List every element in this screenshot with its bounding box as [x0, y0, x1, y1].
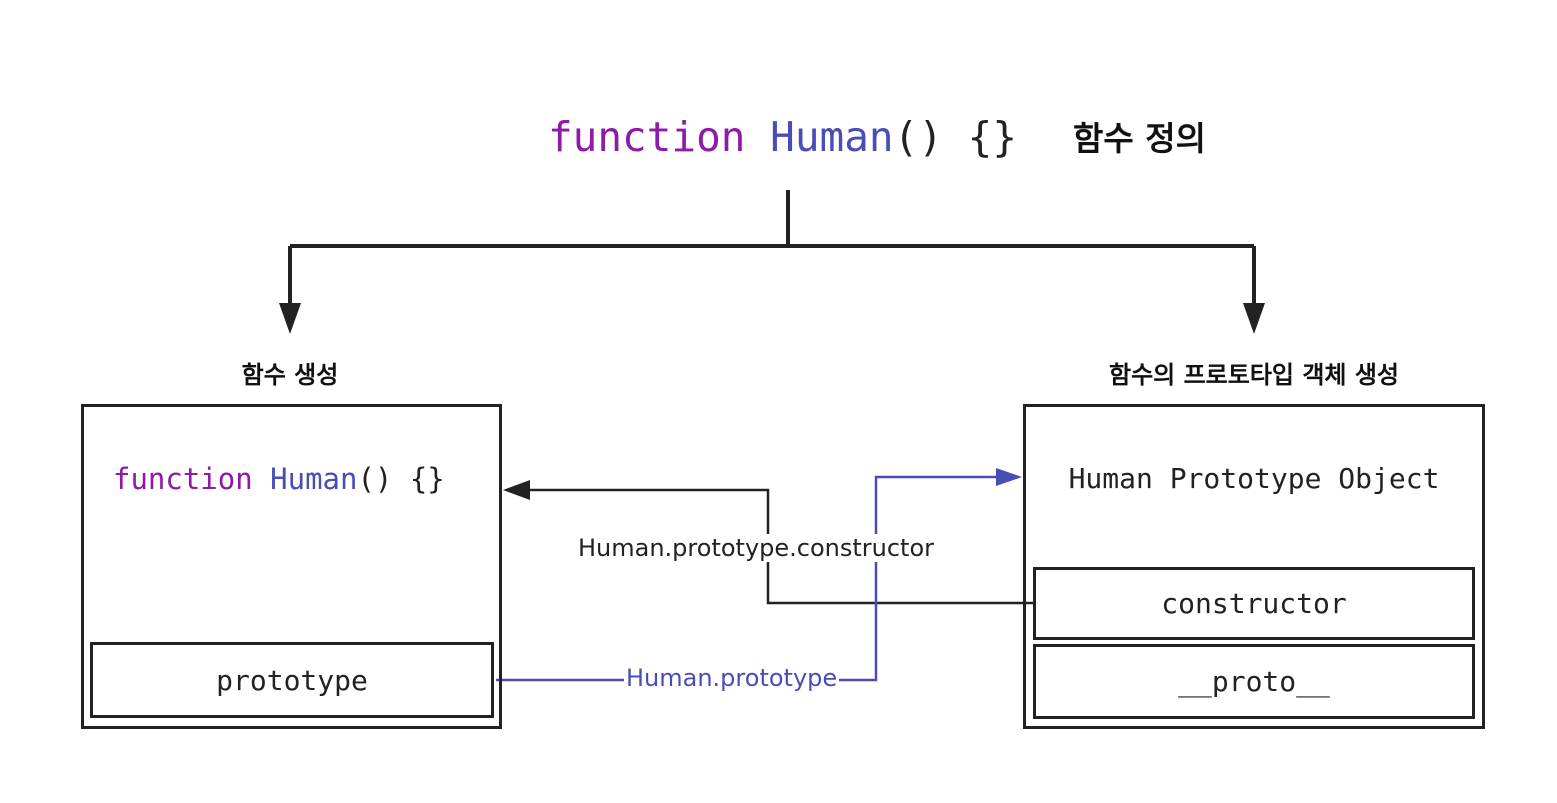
arrow-to-right-icon: [1243, 303, 1265, 334]
function-code-rest: () {}: [357, 462, 445, 496]
function-name: Human: [270, 462, 358, 496]
prototype-object-box: [1023, 404, 1485, 729]
prototype-link-line: [496, 475, 1004, 682]
constructor-arrow-icon: [503, 480, 530, 500]
prototype-slot: prototype: [90, 642, 494, 718]
function-code: function Human() {}: [113, 462, 445, 496]
function-object-box: [81, 404, 502, 729]
arrow-to-left-icon: [279, 303, 301, 334]
right-heading: 함수의 프로토타입 객체 생성: [1108, 361, 1400, 389]
constructor-slot: constructor: [1033, 567, 1475, 640]
prototype-object-title: Human Prototype Object: [1068, 462, 1440, 495]
header-code: function Human() {}: [548, 110, 1017, 164]
header-label: 함수 정의: [1073, 119, 1206, 158]
function-keyword: function: [113, 462, 253, 496]
header-keyword: function: [548, 113, 746, 161]
left-heading: 함수 생성: [241, 361, 339, 389]
header-function-name: Human: [770, 113, 894, 161]
proto-slot: __proto__: [1033, 644, 1475, 719]
prototype-link-label: Human.prototype: [624, 664, 840, 692]
prototype-arrow-icon: [996, 468, 1022, 486]
header-code-rest: () {}: [893, 113, 1018, 161]
definition-tree: [288, 190, 1256, 308]
constructor-link-label: Human.prototype.constructor: [576, 534, 937, 562]
